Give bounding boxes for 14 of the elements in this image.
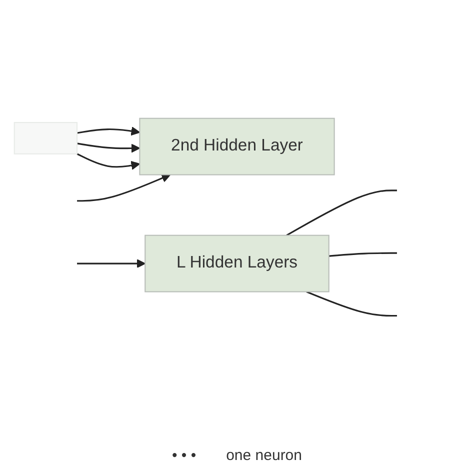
connector (328, 252, 397, 256)
label-text: • • • (172, 447, 196, 464)
flowchart: 2nd Hidden Layer L Hidden Layers (6, 110, 468, 340)
label-text: one neuron (226, 447, 302, 464)
arrow (77, 258, 146, 268)
node-box (139, 117, 335, 175)
connector (286, 189, 397, 236)
arrow (76, 152, 140, 170)
arrow (76, 142, 140, 152)
arrow (76, 126, 140, 136)
arrow (77, 173, 171, 202)
node-box (14, 122, 78, 154)
connector (306, 290, 397, 316)
node-box (144, 234, 330, 292)
